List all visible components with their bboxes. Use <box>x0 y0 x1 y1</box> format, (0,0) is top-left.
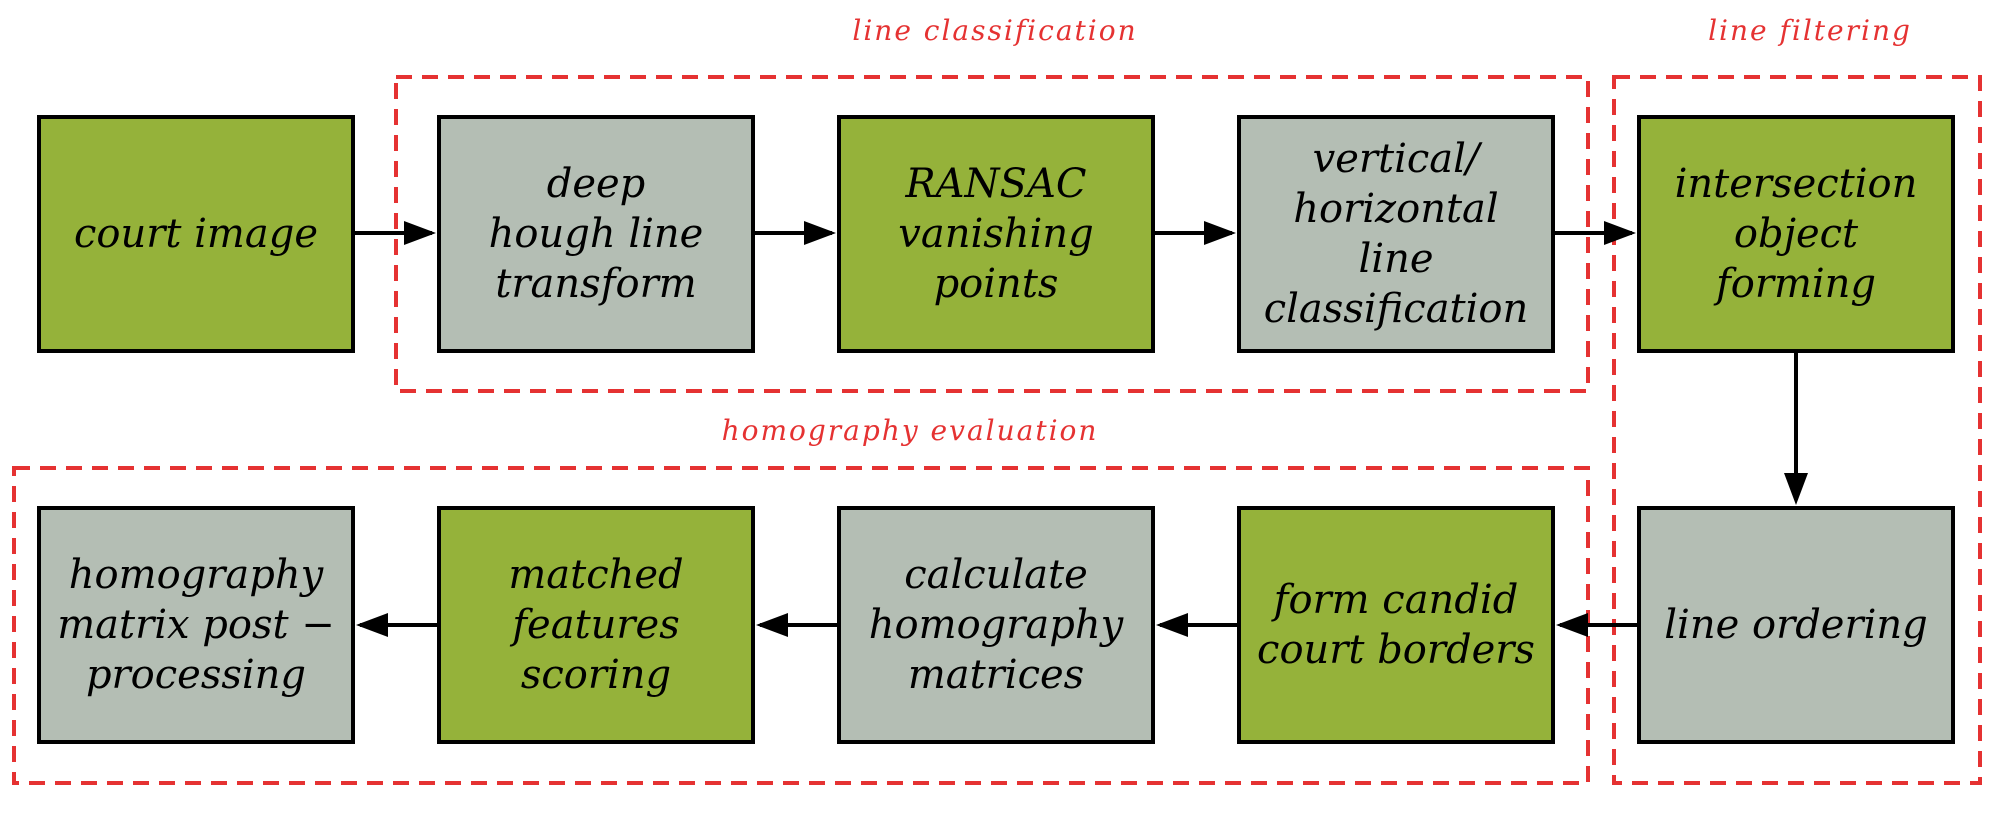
group-label-homography-evaluation: homography evaluation <box>721 414 1099 447</box>
box-matched-line-3: scoring <box>520 652 672 698</box>
box-ransac-line-3: points <box>933 261 1059 307</box>
box-intersection-line-1: intersection <box>1674 161 1918 207</box>
box-ransac-vanishing-points: RANSAC vanishing points <box>837 115 1155 353</box>
arrowhead-borders-to-calc <box>1156 613 1188 637</box>
box-deep-hough-line-transform: deep hough line transform <box>437 115 755 353</box>
box-post-line-2: matrix post − <box>57 602 335 648</box>
box-intersection-line-2: object <box>1733 211 1859 257</box>
group-label-line-classification: line classification <box>852 14 1138 47</box>
box-matched-line-2: features <box>512 602 680 648</box>
box-ransac-line-2: vanishing <box>898 211 1094 257</box>
box-vh-line-3: line <box>1358 236 1434 282</box>
arrowhead-scoring-to-post <box>356 613 388 637</box>
box-deep-hough-line-1: deep <box>546 161 646 207</box>
box-line-ordering-line-1: line ordering <box>1664 602 1928 648</box>
box-vh-line-2: horizontal <box>1293 186 1499 232</box>
box-ransac-line-1: RANSAC <box>905 161 1087 207</box>
group-border-line-filtering <box>1612 75 1982 785</box>
arrowhead-calc-to-scoring <box>756 613 788 637</box>
box-deep-hough-line-3: transform <box>495 261 697 307</box>
box-deep-hough-line-2: hough line <box>488 211 704 257</box>
box-calc-line-2: homography <box>868 602 1124 648</box>
box-matched-line-1: matched <box>508 552 684 598</box>
arrowhead-classification-to-intersection <box>1604 221 1636 245</box>
box-court-image-line-1: court image <box>73 211 318 257</box>
arrowhead-court-to-hough <box>404 221 436 245</box>
box-intersection-object-forming: intersection object forming <box>1637 115 1955 353</box>
box-matched-features-scoring: matched features scoring <box>437 506 755 744</box>
group-label-line-filtering: line filtering <box>1708 14 1912 47</box>
box-intersection-line-3: forming <box>1715 261 1877 307</box>
box-line-ordering: line ordering <box>1637 506 1955 744</box>
box-calculate-homography-matrices: calculate homography matrices <box>837 506 1155 744</box>
box-candid-line-1: form candid <box>1273 577 1519 623</box>
box-vertical-horizontal-classification: vertical/ horizontal line classification <box>1237 115 1555 353</box>
arrowhead-intersection-to-ordering <box>1784 473 1808 505</box>
box-calc-line-1: calculate <box>904 552 1088 598</box>
box-homography-matrix-post-processing: homography matrix post − processing <box>37 506 355 744</box>
box-post-line-1: homography <box>68 552 324 598</box>
box-candid-line-2: court borders <box>1257 627 1535 673</box>
box-calc-line-3: matrices <box>907 652 1085 698</box>
box-vh-line-1: vertical/ <box>1312 136 1480 182</box>
arrowhead-ransac-to-classification <box>1204 221 1236 245</box>
box-post-line-3: processing <box>85 652 307 698</box>
arrowhead-hough-to-ransac <box>804 221 836 245</box>
box-form-candid-court-borders: form candid court borders <box>1237 506 1555 744</box>
box-vh-line-4: classification <box>1263 286 1529 332</box>
box-court-image: court image <box>37 115 355 353</box>
arrowhead-ordering-to-borders <box>1556 613 1588 637</box>
